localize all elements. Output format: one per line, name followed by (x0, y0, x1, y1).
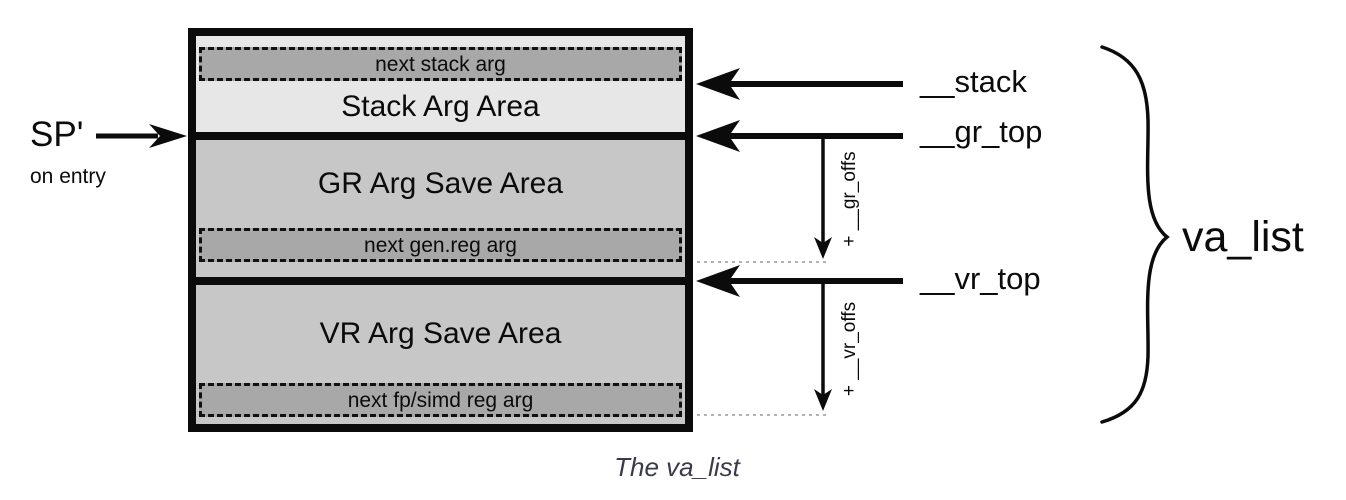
gr-top-pointer-arrow-icon (696, 120, 903, 152)
gr-top-pointer-label: __gr_top (920, 114, 1043, 149)
next-gen-reg-arg-label: next gen.reg arg (364, 233, 517, 257)
vr-top-divider (196, 277, 685, 285)
vr-top-pointer-label: __vr_top (920, 261, 1041, 296)
stack-arg-area-title: Stack Arg Area (341, 89, 540, 123)
vr-offs-arrow-icon (814, 284, 832, 411)
gr-arg-save-area-title: GR Arg Save Area (317, 167, 564, 200)
va-list-brace-icon (1100, 45, 1170, 424)
stack-pointer-arrow-icon (696, 68, 903, 100)
vr-offs-label: + __vr_offs (839, 301, 860, 397)
vr-arg-save-area: VR Arg Save Area next fp/simd reg arg (196, 285, 685, 424)
gr-offs-label: + __gr_offs (839, 151, 860, 247)
gr-offs-arrow-icon (814, 139, 832, 259)
next-gen-reg-arg-slot: next gen.reg arg (199, 228, 682, 262)
sp-label: SP' (30, 115, 84, 154)
next-fp-simd-reg-arg-label: next fp/simd reg arg (347, 388, 534, 412)
sp-on-entry-label: on entry (30, 165, 106, 188)
va-list-brace-label: va_list (1182, 213, 1304, 261)
stack-pointer-label: __stack (920, 64, 1027, 99)
gr-arg-save-area: GR Arg Save Area next gen.reg arg (196, 140, 685, 277)
stack-arg-area: next stack arg Stack Arg Area (196, 36, 685, 132)
diagram-caption: The va_list (614, 452, 740, 482)
next-fp-simd-reg-arg-slot: next fp/simd reg arg (199, 383, 682, 417)
gr-top-divider (196, 132, 685, 140)
next-stack-arg-label: next stack arg (375, 52, 506, 76)
vr-arg-save-area-title: VR Arg Save Area (319, 317, 562, 350)
vr-top-pointer-arrow-icon (696, 265, 903, 297)
sp-arrow-icon (96, 124, 187, 148)
memory-box: next stack arg Stack Arg Area GR Arg Sav… (188, 28, 693, 432)
next-stack-arg-slot: next stack arg (199, 47, 682, 81)
